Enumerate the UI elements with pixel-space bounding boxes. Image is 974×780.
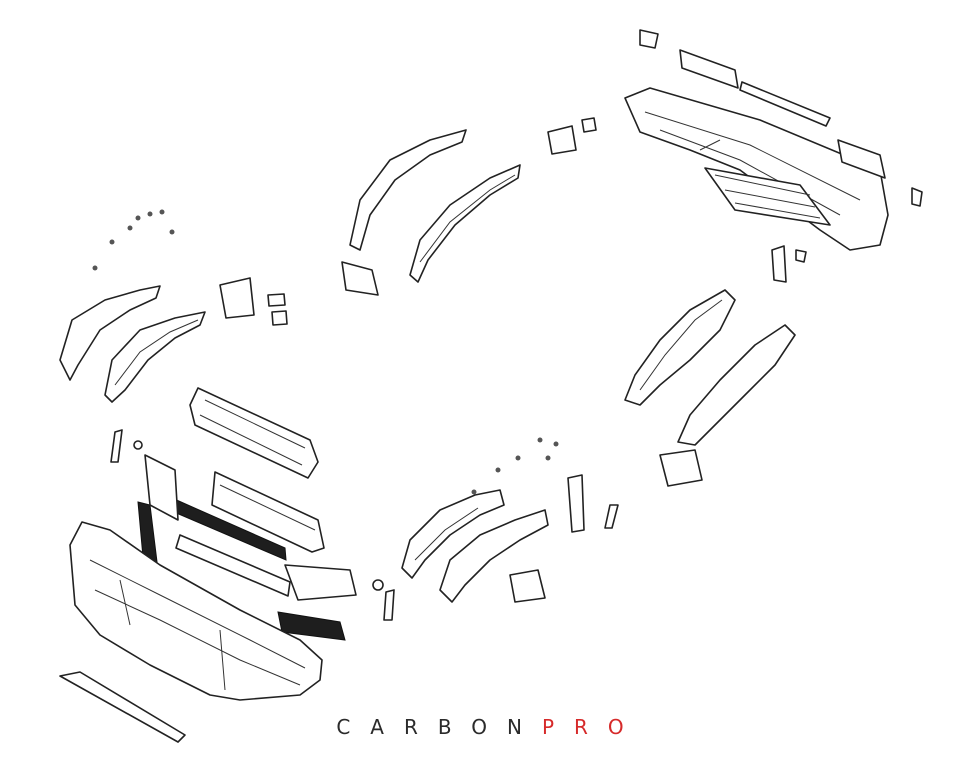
fender-clip: [604, 504, 619, 529]
rear-diffuser: [704, 167, 831, 226]
brand-name-part1: CARBON: [336, 715, 542, 739]
rear-clip: [911, 187, 923, 207]
fender-clip: [581, 117, 597, 133]
fasteners: [92, 209, 559, 495]
fender-inner-bracket: [624, 289, 736, 406]
front-side-bracket: [144, 454, 179, 521]
carbonpro-logo: CARBON PRO: [300, 712, 680, 742]
fender-bracket: [547, 125, 577, 155]
fender-clip-b: [271, 310, 288, 326]
fender-fastener: [372, 579, 384, 591]
fog-light-housing: [284, 564, 357, 601]
fender-mount-plate: [509, 569, 546, 603]
lower-grille-frame: [211, 471, 325, 553]
front-bumper: [59, 521, 323, 743]
rear-bumper-assembly: [624, 29, 923, 283]
fender-flare-outer: [439, 509, 549, 603]
fender-flare-outer: [677, 324, 796, 446]
fender-trim: [383, 589, 395, 621]
rear-bracket: [639, 29, 659, 49]
rear-left-fender-flare: [341, 117, 597, 296]
fender-inner-bracket: [104, 311, 206, 403]
upper-grille-frame: [189, 387, 319, 479]
fender-mount-plate: [341, 261, 379, 296]
fender-inner-bracket: [401, 489, 505, 579]
fender-flare-outer: [349, 129, 467, 251]
front-small-parts: [110, 429, 291, 597]
front-clip: [133, 440, 143, 450]
fender-bracket: [567, 474, 585, 533]
front-skid-strip: [59, 671, 186, 743]
rear-right-fender-flare: [624, 289, 796, 487]
fender-inner-bracket: [409, 164, 521, 283]
grille-mesh-lower: [277, 611, 346, 641]
front-trim-piece: [110, 429, 123, 463]
fender-clip-a: [267, 293, 286, 307]
fender-bracket: [219, 277, 255, 319]
rear-small-clip: [795, 249, 807, 263]
brand-name-part2: PRO: [541, 715, 644, 739]
rear-side-bracket: [771, 245, 787, 283]
rear-trim-strip: [739, 81, 831, 127]
fender-flare-outer: [59, 285, 161, 381]
front-left-fender-flare: [59, 277, 288, 403]
front-right-fender-flare: [372, 474, 619, 621]
front-bumper-body: [69, 521, 323, 701]
fender-mount-plate: [659, 449, 703, 487]
front-grille-frames: [189, 387, 357, 601]
rear-light-housing-right: [837, 139, 886, 179]
rear-light-housing-left: [679, 49, 739, 89]
front-lower-bar: [175, 534, 291, 597]
